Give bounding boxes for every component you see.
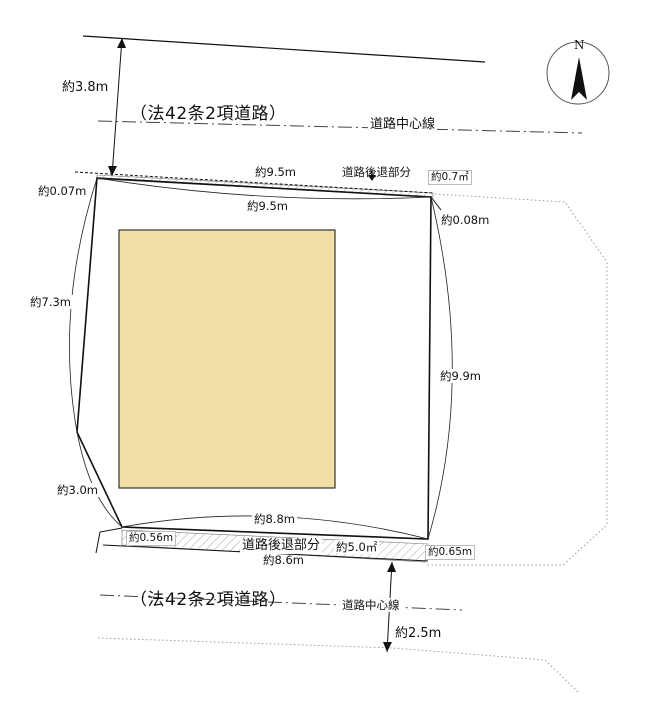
depth-top-left-label: 約0.07m — [38, 184, 87, 198]
depth-bottom-left-label: 約0.56m — [126, 531, 177, 546]
lot-side-left-upper-label: 約7.3m — [28, 295, 73, 309]
setback-top-area-label: 約0.7㎡ — [428, 170, 472, 185]
arrow-head — [387, 562, 396, 572]
rear-road-centerline — [99, 594, 463, 611]
front-road-type-label: （法42条2項道路） — [130, 104, 287, 124]
neighbor-boundary-right — [425, 193, 608, 566]
depth-bottom-right-label: 約0.65m — [425, 545, 476, 560]
rear-road-far-edge — [97, 637, 579, 693]
compass-needle — [571, 57, 587, 100]
rear-road-edge — [95, 527, 123, 554]
front-road-edge — [82, 35, 486, 63]
setback-bottom-length-label: 約8.6m — [263, 553, 304, 567]
lot-side-left-lower-label: 約3.0m — [55, 483, 100, 497]
rear-road-type-label: （法42条2項道路） — [130, 590, 287, 610]
dim-arc-top — [96, 177, 432, 200]
rear-road-centerline-label: 道路中心線 — [340, 598, 402, 612]
compass-north-label: N — [574, 38, 585, 52]
setback-bottom-area-label: 約5.0㎡ — [334, 540, 380, 554]
front-road-width-label: 約3.8m — [62, 80, 109, 95]
lot-side-top-label: 約9.5m — [245, 199, 290, 213]
arrow-head — [117, 38, 126, 48]
setback-top-label: 道路後退部分 — [342, 165, 411, 179]
lot-boundary — [76, 177, 432, 540]
front-road-centerline — [97, 120, 583, 134]
arrow-head — [383, 642, 392, 652]
setback-bottom-label: 道路後退部分 — [240, 538, 323, 554]
dim-arc-left-upper — [69, 177, 98, 433]
front-road-centerline-label: 道路中心線 — [368, 117, 438, 133]
building-footprint — [118, 229, 336, 489]
setback-top-length-label: 約9.5m — [255, 165, 296, 179]
arrow-head — [108, 166, 117, 176]
dim-arc-right — [427, 196, 453, 540]
lot-side-right-label: 約9.9m — [438, 369, 483, 383]
dim-tick-top-right — [430, 196, 442, 211]
lot-side-bottom-label: 約8.8m — [252, 512, 297, 526]
rear-road-width-label: 約2.5m — [395, 626, 442, 641]
depth-top-right-label: 約0.08m — [441, 213, 490, 227]
front-road-width-dim — [111, 37, 123, 177]
